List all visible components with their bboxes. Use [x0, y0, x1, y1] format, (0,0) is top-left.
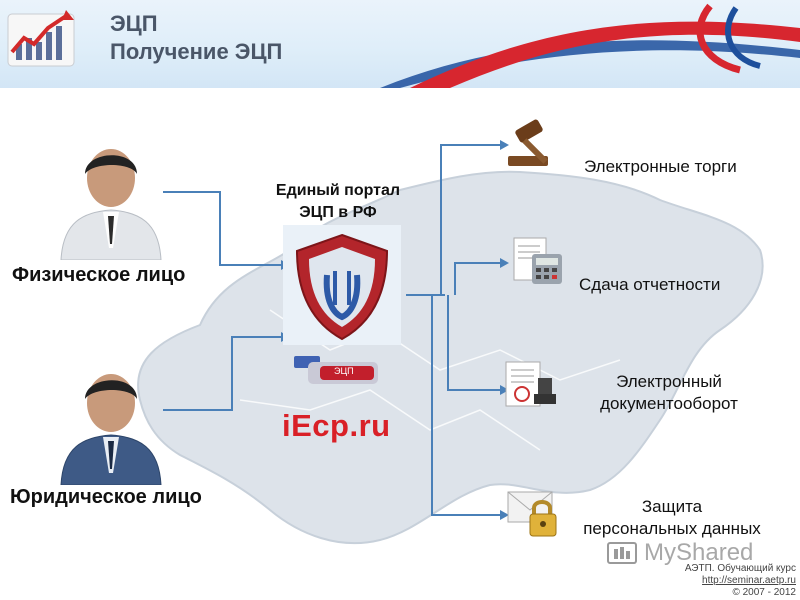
service-edo-line-2: документооборот [600, 394, 738, 413]
footer-credits: АЭТП. Обучающий курс http://seminar.aetp… [685, 563, 796, 599]
usb-token-label: ЭЦП [334, 366, 354, 376]
connector-to-auctions [440, 144, 500, 295]
title-line-1: ЭЦП [110, 11, 158, 36]
physical-person-label: Физическое лицо [12, 264, 186, 286]
title-line-2: Получение ЭЦП [110, 39, 283, 64]
site-brand: iEcp.ru [282, 408, 391, 443]
flag-swoosh-decoration [380, 3, 800, 88]
usb-token-icon [294, 356, 378, 384]
watermark-icon [607, 542, 637, 564]
footer-link[interactable]: http://seminar.aetp.ru [702, 575, 796, 586]
connector-to-reporting [454, 262, 500, 295]
connector-to-edo [447, 295, 500, 391]
portal-title-line-1: Единый портал [275, 182, 401, 199]
connector-legal-to-portal [163, 336, 281, 411]
watermark-myshared: MyShared [606, 537, 776, 571]
portal-title-line-2: ЭЦП в РФ [299, 204, 377, 221]
legal-person-icon [60, 374, 162, 485]
portal-title: Единый портал ЭЦП в РФ [248, 180, 428, 224]
stamp-document-icon [505, 361, 556, 407]
lock-envelope-icon [507, 491, 557, 537]
connector-physical-to-portal [163, 191, 281, 266]
page-title: ЭЦП Получение ЭЦП [110, 10, 282, 66]
header-banner: ЭЦП Получение ЭЦП [0, 0, 800, 88]
legal-person-label: Юридическое лицо [10, 486, 202, 508]
service-auctions-label: Электронные торги [584, 157, 737, 176]
footer-line-3: © 2007 - 2012 [732, 587, 796, 598]
service-protection-line-2: персональных данных [583, 519, 761, 538]
physical-person-icon [60, 149, 162, 260]
watermark-text: MyShared [644, 539, 754, 566]
calculator-icon [513, 237, 562, 284]
service-edo-line-1: Электронный [616, 372, 722, 391]
service-protection-line-1: Защита [641, 497, 703, 516]
usb-token: ЭЦП [290, 352, 385, 387]
gavel-icon [508, 119, 548, 166]
footer-line-1: АЭТП. Обучающий курс [684, 563, 796, 574]
connector-to-protection [431, 295, 500, 516]
growth-chart-logo [7, 10, 75, 67]
shield-icon [283, 225, 401, 345]
service-edo-label: Электронный документооборот [584, 371, 754, 415]
service-protection-label: Защита персональных данных [566, 496, 778, 540]
service-reporting-label: Сдача отчетности [579, 275, 721, 294]
